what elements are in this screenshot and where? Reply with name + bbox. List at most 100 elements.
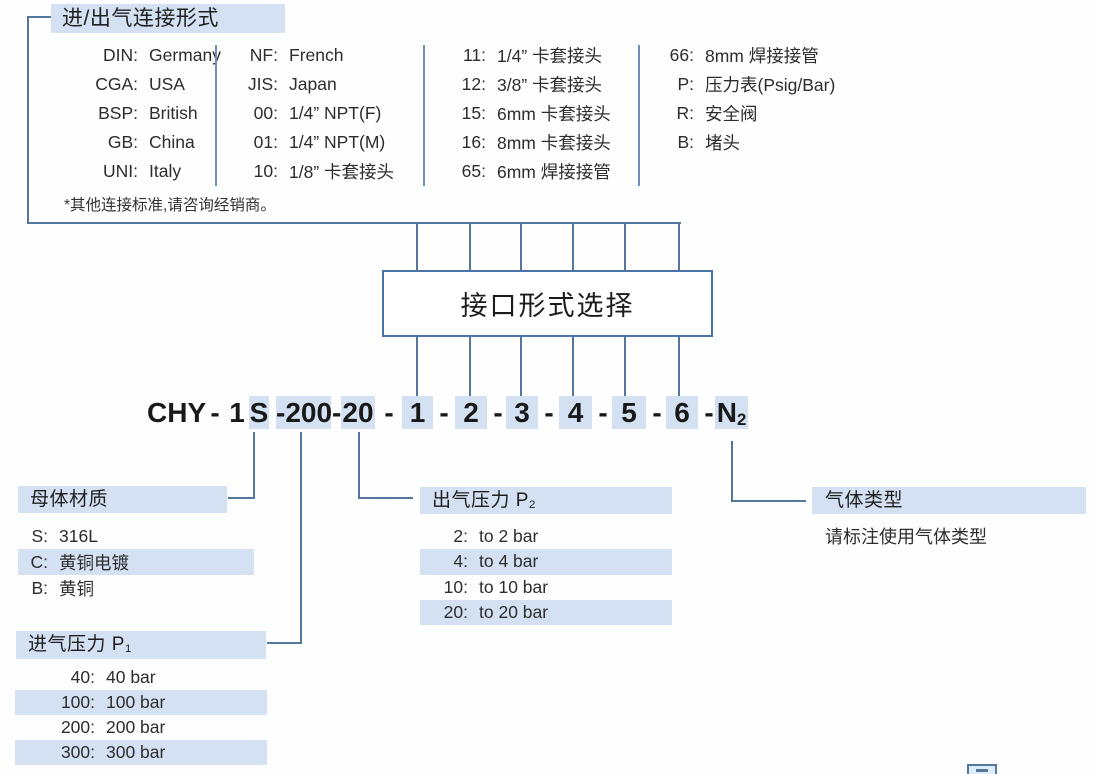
inlet-connector-vertical [300,432,302,644]
option-code: DIN: [103,45,138,65]
code-position-4: 4 [559,396,592,429]
material-option-row: B: 黄铜 [18,575,254,601]
option-label: 黄铜电镀 [59,552,129,573]
main-horizontal-line [27,222,681,224]
inlet-pressure-option-row: 300: 300 bar [15,740,267,765]
code-separator-dash: - [384,397,394,428]
option-label: 1/4” 卡套接头 [497,46,603,66]
option-code: 01: [253,132,278,152]
option-code: S: [31,525,48,546]
option-code: 200: [60,717,95,737]
outlet-pressure-option-row: 10: to 10 bar [420,575,672,600]
connection-option-row: UNI: Italy [58,157,221,186]
option-code: 65: [461,161,486,181]
model-prefix: CHY [147,397,207,428]
connection-option-row: 00: 1/4” NPT(F) [238,99,394,128]
connector-line-vertical [416,224,418,270]
inlet-pressure-list: 40: 40 bar 100: 100 bar 200: 200 bar 300… [15,665,267,765]
option-code: R: [676,103,695,123]
connection-option-row: 16: 8mm 卡套接头 [448,128,611,157]
code-separator-dash: - [704,397,714,428]
option-code: NF: [249,45,278,65]
option-code: 11: [462,45,486,65]
connection-option-row: DIN: Germany [58,41,221,70]
connection-option-row: 11: 1/4” 卡套接头 [448,41,611,70]
outlet-pressure-option-row: 20: to 20 bar [420,599,672,626]
connector-line-vertical [572,224,574,270]
option-code: BSP: [98,103,138,123]
code-token-inlet: -200- [276,396,342,429]
outlet-connector-vertical [358,432,360,499]
material-connector-horizontal [228,497,255,499]
code-separator-dash: - [439,397,449,428]
connection-option-row: JIS: Japan [238,70,394,99]
footnote-text: *其他连接标准,请咨询经销商。 [64,197,276,214]
option-label: China [149,132,195,152]
connector-line-vertical [416,337,418,396]
connector-line-vertical [678,224,680,270]
inlet-pressure-subscript: 1 [124,643,132,656]
connection-table-col4: 66: 8mm 焊接接管 P: 压力表(Psig/Bar) R: 安全阀 B: … [652,41,836,157]
inlet-pressure-option-row: 100: 100 bar [15,690,267,715]
option-label: to 2 bar [479,526,539,547]
code-separator-dash: - [652,397,662,428]
option-label: 黄铜 [59,578,94,599]
option-label: 40 bar [106,667,156,687]
option-label: 8mm 卡套接头 [497,133,611,153]
option-label: 8mm 焊接接管 [705,46,819,66]
option-label: 1/8” 卡套接头 [289,162,395,182]
material-option-row: C: 黄铜电镀 [18,549,254,575]
connection-option-row: P: 压力表(Psig/Bar) [652,70,835,99]
column-divider [423,45,425,186]
connector-line-vertical [469,224,471,270]
connection-option-row: 12: 3/8” 卡套接头 [448,70,611,99]
gas-connector-horizontal [731,500,806,502]
page-widget-button[interactable] [967,764,997,774]
code-position-2: 2 [455,396,487,429]
port-selection-box: 接口形式选择 [382,270,713,337]
code-token-material-digit: 1 [229,397,245,428]
option-label: to 20 bar [479,602,549,623]
inlet-pressure-option-row: 40: 40 bar [15,665,267,690]
option-label: Japan [289,74,337,94]
outlet-pressure-subscript: 2 [528,499,536,512]
option-code: JIS: [247,74,278,94]
option-label: 1/4” NPT(F) [289,103,382,123]
option-code: B: [31,577,48,598]
option-code: UNI: [103,161,138,181]
option-label: 300 bar [106,742,166,762]
connection-option-row: 66: 8mm 焊接接管 [652,41,835,70]
connection-option-row: B: 堵头 [652,128,835,157]
connector-line-vertical [469,337,471,396]
bracket-top-line [27,16,52,18]
outlet-pressure-option-row: 4: to 4 bar [420,549,672,575]
option-code: 66: [669,45,694,65]
column-divider [215,45,217,186]
option-code: 4: [453,551,468,572]
connector-line-vertical [572,337,574,396]
gas-code-subscript: 2 [736,410,747,430]
option-code: 20: [443,602,468,623]
connection-option-row: BSP: British [58,99,221,128]
option-code: P: [677,74,694,94]
connection-option-row: CGA: USA [58,70,221,99]
gas-type-header: 气体类型 [812,487,1086,514]
connector-line-vertical [624,337,626,396]
option-code: 10: [253,161,278,181]
code-token-gas: N2 [715,396,748,429]
option-label: 6mm 卡套接头 [497,104,611,124]
option-label: Italy [149,161,182,181]
connector-line-vertical [624,224,626,270]
option-code: 10: [443,576,468,597]
body-material-list: S: 316L C: 黄铜电镀 B: 黄铜 [18,523,254,601]
connector-line-vertical [678,337,680,396]
outlet-connector-horizontal [358,497,413,499]
option-label: 堵头 [705,133,740,153]
page-widget-icon [976,769,988,772]
code-token-material: S [249,396,269,429]
connector-line-vertical [520,224,522,270]
inlet-connector-horizontal [267,642,302,644]
option-code: GB: [107,132,138,152]
gas-connector-vertical [731,441,733,502]
option-code: 100: [60,692,95,712]
